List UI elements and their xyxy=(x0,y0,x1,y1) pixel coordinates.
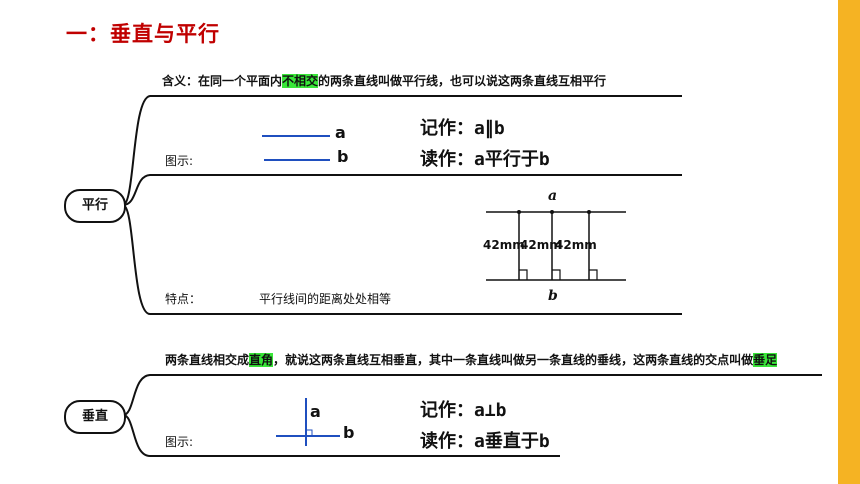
perp-def-part2: ，就说这两条直线互相垂直，其中一条直线叫做另一条直线的 xyxy=(273,353,598,367)
perpendicular-line-b-label: b xyxy=(343,423,355,442)
parallel-feature-text: 平行线间的距离处处相等 xyxy=(259,292,392,306)
diagram-bottom-label: b xyxy=(548,288,558,304)
perpendicular-reading: 读作：a垂直于b xyxy=(420,431,550,452)
perpendicular-figure-label: 图示: xyxy=(165,435,194,449)
perpendicular-line-a-label: a xyxy=(310,402,321,421)
node-perpendicular: 垂直 xyxy=(64,400,126,434)
distance-label-2: 42mm xyxy=(520,238,562,252)
parallel-definition-text-end: 的两条直线叫做平行线，也可以说这两条直线互相平行 xyxy=(318,74,607,88)
parallel-definition: 含义：在同一个平面内不相交的两条直线叫做平行线，也可以说这两条直线互相平行 xyxy=(162,73,606,89)
perp-def-part1: 两条直线相交成 xyxy=(165,353,250,367)
distance-label-1: 42mm xyxy=(483,238,525,252)
perpendicular-definition: 两条直线相交成直角，就说这两条直线互相垂直，其中一条直线叫做另一条直线的垂线，这… xyxy=(165,352,778,368)
page-title: 一：垂直与平行 xyxy=(66,22,220,46)
parallel-notation: 记作：a∥b xyxy=(420,118,505,139)
perp-def-highlight1: 直角 xyxy=(249,353,274,367)
perpendicular-notation: 记作：a⊥b xyxy=(420,400,507,421)
node-parallel: 平行 xyxy=(64,189,126,223)
parallel-definition-text: 含义：在同一个平面内 xyxy=(162,74,283,88)
parallel-line-a-label: a xyxy=(335,123,346,142)
distance-label-3: 42mm xyxy=(555,238,597,252)
parallel-feature-label: 特点： xyxy=(165,292,202,306)
parallel-figure-label: 图示: xyxy=(165,154,194,168)
parallel-reading: 读作：a平行于b xyxy=(420,149,550,170)
perp-def-part3: ，这两条直线的交点叫做 xyxy=(621,353,754,367)
parallel-definition-highlight: 不相交 xyxy=(282,74,319,88)
accent-bar xyxy=(838,0,860,484)
perp-def-highlight2: 垂足 xyxy=(753,353,778,367)
diagram-top-label: a xyxy=(548,188,558,204)
parallel-line-b-label: b xyxy=(337,147,349,166)
perp-def-bold2: 垂线 xyxy=(597,353,622,367)
